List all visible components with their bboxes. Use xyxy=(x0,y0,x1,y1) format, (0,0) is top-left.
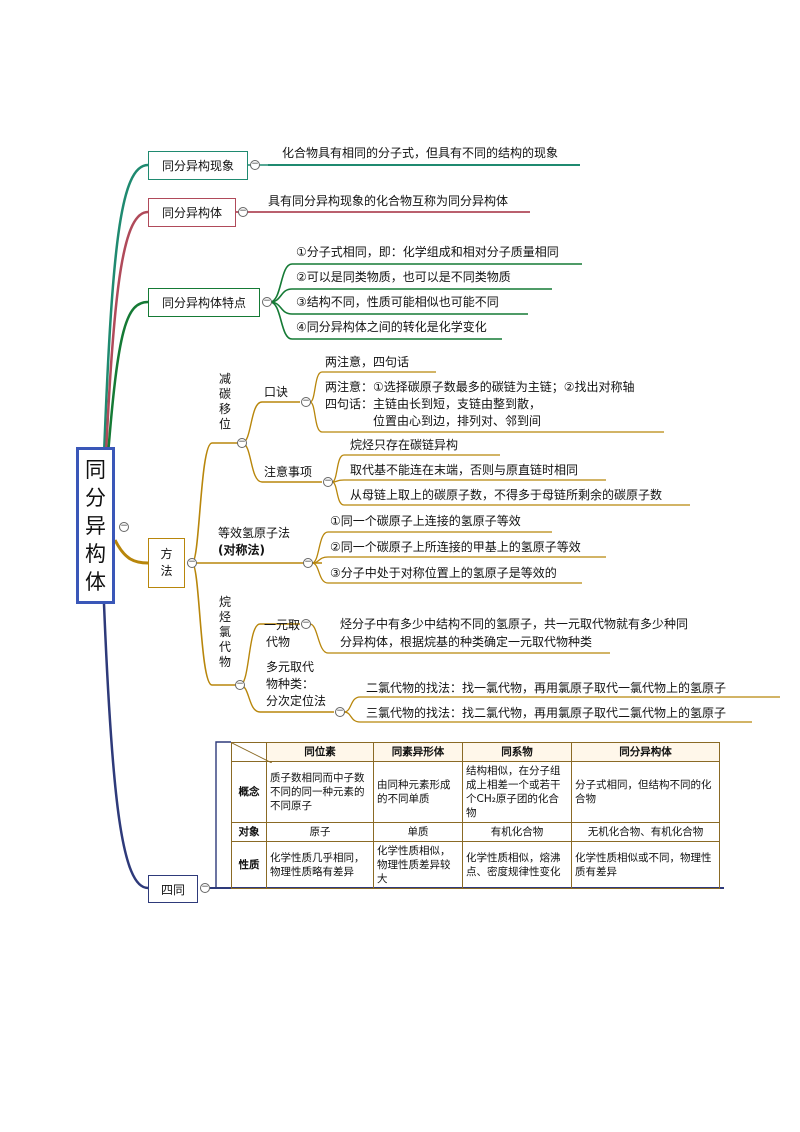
mono-label: 代物 xyxy=(266,635,291,649)
phenomenon-desc: 化合物具有相同的分子式，但具有不同的结构的现象 xyxy=(282,146,559,160)
notes-item: 烷烃只存在碳链异构 xyxy=(350,438,459,452)
collapse-icon[interactable]: − xyxy=(119,521,129,532)
collapse-icon[interactable]: − xyxy=(301,396,311,407)
root-char: 分 xyxy=(85,485,106,510)
collapse-icon[interactable]: − xyxy=(235,679,245,690)
collapse-icon[interactable]: − xyxy=(323,476,333,487)
equivalent-h-item: ②同一个碳原子上所连接的甲基上的氢原子等效 xyxy=(330,540,581,554)
node-label: 方法 xyxy=(160,547,173,578)
row-head: 对象 xyxy=(231,822,267,842)
root-char: 同 xyxy=(85,457,106,482)
isomer-desc: 具有同分异构现象的化合物互称为同分异构体 xyxy=(268,194,509,208)
equivalent-h-item: ①同一个碳原子上连接的氢原子等效 xyxy=(330,514,521,528)
feature-item: ①分子式相同，即：化学组成和相对分子质量相同 xyxy=(296,245,559,259)
reduce-carbon-label: 减碳移位 xyxy=(218,372,231,431)
halide-label: 烷烃氯代物 xyxy=(218,595,231,669)
mono-desc: 烃分子中有多少中结构不同的氢原子，共一元取代物就有多少种同 xyxy=(340,617,689,631)
mono-label: 一元取 xyxy=(264,618,301,632)
table-cell: 化学性质几乎相同，物理性质略有差异 xyxy=(266,841,374,889)
notes-item: 取代基不能连在末端，否则与原直链时相同 xyxy=(350,463,579,477)
table-cell: 质子数相同而中子数不同的同一种元素的不同原子 xyxy=(266,761,374,823)
root-node[interactable]: 同 分 异 构 体 xyxy=(76,447,115,604)
multi-label: 物种类： xyxy=(266,677,315,691)
four-comparison-table: 同位素 同素异形体 同系物 同分异构体 概念 质子数相同而中子数不同的同一种元素… xyxy=(231,742,720,889)
mnemonic-line: 位置由心到边，排列对、邻到间 xyxy=(373,414,542,428)
table-row: 对象 原子 单质 有机化合物 无机化合物、有机化合物 xyxy=(231,822,720,842)
table-cell: 单质 xyxy=(373,822,463,842)
multi-label: 分次定位法 xyxy=(266,694,327,708)
node-four[interactable]: 四同 xyxy=(148,875,198,903)
collapse-icon[interactable]: − xyxy=(237,437,247,448)
collapse-icon[interactable]: − xyxy=(303,557,313,568)
table-cell: 化学性质相似或不同，物理性质有差异 xyxy=(571,841,720,889)
node-method[interactable]: 方法 xyxy=(148,538,185,588)
multi-item: 三氯代物的找法：找二氯代物，再用氯原子取代二氯代物上的氢原子 xyxy=(366,706,727,720)
equivalent-h-label: 等效氢原子法 xyxy=(218,526,291,540)
mnemonic-label: 口诀 xyxy=(264,385,289,399)
table-header: 同系物 xyxy=(462,742,572,762)
node-label: 四同 xyxy=(160,882,185,897)
collapse-icon[interactable]: − xyxy=(187,557,197,568)
table-header: 同素异形体 xyxy=(373,742,463,762)
collapse-icon[interactable]: − xyxy=(301,618,311,629)
table-row: 概念 质子数相同而中子数不同的同一种元素的不同原子 由同种元素形成的不同单质 结… xyxy=(231,761,720,823)
feature-item: ②可以是同类物质，也可以是不同类物质 xyxy=(296,270,511,284)
table-cell: 化学性质相似，熔沸点、密度规律性变化 xyxy=(462,841,572,889)
table-cell: 分子式相同，但结构不同的化合物 xyxy=(571,761,720,823)
node-features[interactable]: 同分异构体特点 xyxy=(148,288,260,317)
collapse-icon[interactable]: − xyxy=(200,882,210,893)
multi-item: 二氯代物的找法：找一氯代物，再用氯原子取代一氯代物上的氢原子 xyxy=(366,681,727,695)
row-head: 性质 xyxy=(231,841,267,889)
collapse-icon[interactable]: − xyxy=(250,159,260,170)
feature-item: ③结构不同，性质可能相似也可能不同 xyxy=(296,295,499,309)
collapse-icon[interactable]: − xyxy=(335,706,345,717)
node-phenomenon[interactable]: 同分异构现象 xyxy=(148,151,248,180)
feature-item: ④同分异构体之间的转化是化学变化 xyxy=(296,320,487,334)
node-label: 同分异构体 xyxy=(161,206,222,220)
table-header: 同分异构体 xyxy=(571,742,720,762)
table-cell: 有机化合物 xyxy=(462,822,572,842)
mnemonic-title: 两注意，四句话 xyxy=(325,355,410,369)
root-char: 构 xyxy=(85,541,106,566)
equivalent-h-sublabel: (对称法) xyxy=(218,543,265,557)
collapse-icon[interactable]: − xyxy=(262,296,272,307)
multi-label: 多元取代 xyxy=(266,660,315,674)
root-char: 体 xyxy=(85,569,106,594)
mono-desc: 分异构体，根据烷基的种类确定一元取代物种类 xyxy=(340,635,593,649)
table-cell: 由同种元素形成的不同单质 xyxy=(373,761,463,823)
table-row: 性质 化学性质几乎相同，物理性质略有差异 化学性质相似，物理性质差异较大 化学性… xyxy=(231,841,720,889)
row-head: 概念 xyxy=(231,761,267,823)
notes-item: 从母链上取上的碳原子数，不得多于母链所剩余的碳原子数 xyxy=(350,488,663,502)
mnemonic-line: 两注意：①选择碳原子数最多的碳链为主链；②找出对称轴 xyxy=(325,380,635,394)
table-header: 同位素 xyxy=(266,742,374,762)
table-cell: 原子 xyxy=(266,822,374,842)
notes-label: 注意事项 xyxy=(264,465,313,479)
table-corner-cell xyxy=(231,742,272,763)
table-cell: 化学性质相似，物理性质差异较大 xyxy=(373,841,463,889)
mnemonic-line: 四句话：主链由长到短，支链由整到散， xyxy=(325,397,542,411)
collapse-icon[interactable]: − xyxy=(238,206,248,217)
root-char: 异 xyxy=(85,513,106,538)
node-label: 同分异构现象 xyxy=(161,159,234,173)
table-cell: 无机化合物、有机化合物 xyxy=(571,822,720,842)
table-cell: 结构相似，在分子组成上相差一个或若干个CH₂原子团的化合物 xyxy=(462,761,572,823)
node-isomer[interactable]: 同分异构体 xyxy=(148,198,236,227)
diagonal-line xyxy=(232,743,272,763)
equivalent-h-item: ③分子中处于对称位置上的氢原子是等效的 xyxy=(330,566,557,580)
table-header-row: 同位素 同素异形体 同系物 同分异构体 xyxy=(231,742,720,763)
node-label: 同分异构体特点 xyxy=(161,296,246,310)
